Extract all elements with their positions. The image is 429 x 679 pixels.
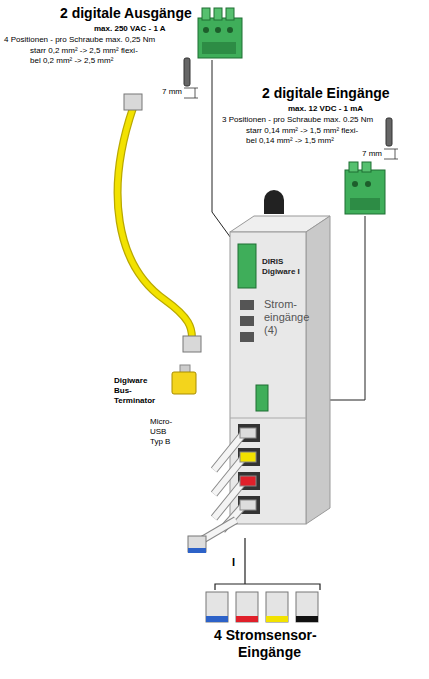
spec-label: starr 0,2 mm² -> 2,5 mm² flexi- xyxy=(30,47,138,56)
sensor-plugs xyxy=(206,592,318,622)
spec-label: bel 0,14 mm² -> 1,5 mm² xyxy=(246,137,334,146)
dimension-label: 7 mm xyxy=(362,150,382,159)
part-label: Digiware xyxy=(114,377,147,386)
output-connector xyxy=(198,8,242,58)
part-label: Bus- xyxy=(114,387,132,396)
title-label: 2 digitale Eingänge xyxy=(262,86,390,101)
port-label: Micro- xyxy=(150,418,172,427)
rating-label: max. 250 VAC - 1 A xyxy=(94,25,166,34)
device-label: Strom- xyxy=(264,298,297,310)
port-label: Typ B xyxy=(150,438,170,447)
title-label: 4 Stromsensor- xyxy=(214,628,317,643)
part-label: Terminator xyxy=(114,397,155,406)
sensor-cables xyxy=(188,428,256,553)
title-label: Eingänge xyxy=(238,645,301,660)
device-label: (4) xyxy=(264,324,277,336)
input-connector xyxy=(345,162,385,214)
bus-cable xyxy=(118,94,201,352)
spec-label: 3 Positionen - pro Schraube max. 0.25 Nm xyxy=(222,116,373,125)
title-label: 2 digitale Ausgänge xyxy=(60,6,192,21)
spec-label: bel 0,2 mm² -> 2,5 mm² xyxy=(30,57,113,66)
device-housing xyxy=(230,190,330,524)
device-label: Digiware I xyxy=(262,268,300,277)
bracket-label: I xyxy=(232,556,235,568)
spec-label: 4 Positionen - pro Schraube max. 0,25 Nm xyxy=(4,36,155,45)
bracket xyxy=(215,538,320,590)
wire-ferrule xyxy=(184,58,198,98)
dimension-label: 7 mm xyxy=(162,88,182,97)
spec-label: starr 0,14 mm² -> 1,5 mm² flexi- xyxy=(246,127,358,136)
rating-label: max. 12 VDC - 1 mA xyxy=(288,105,363,114)
device-label: DIRIS xyxy=(262,258,283,267)
wire-ferrule xyxy=(384,118,398,159)
port-label: USB xyxy=(150,428,166,437)
bus-terminator xyxy=(172,365,196,394)
device-label: eingänge xyxy=(264,311,309,323)
